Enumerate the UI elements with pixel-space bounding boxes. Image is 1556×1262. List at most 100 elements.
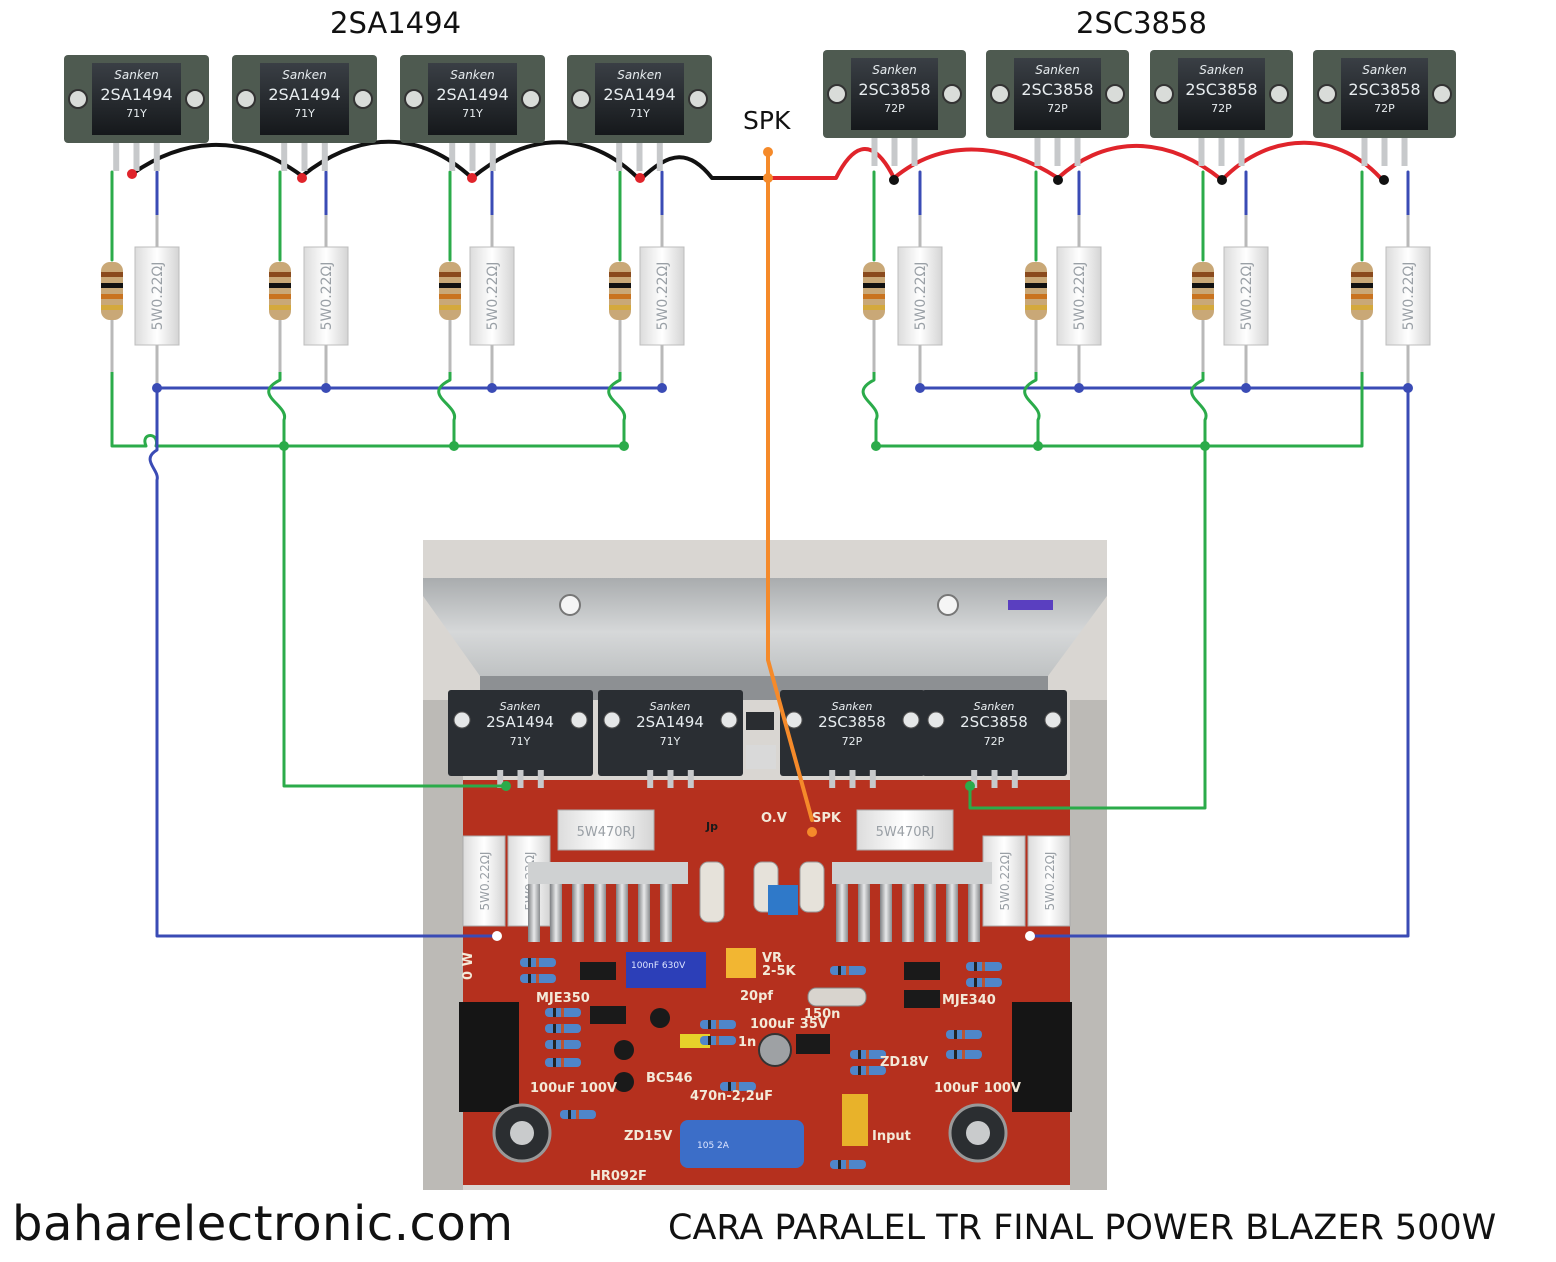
bias-resistor-label: 5W470RJ bbox=[876, 825, 935, 840]
mounting-screw bbox=[927, 711, 945, 729]
resistor-band bbox=[974, 962, 977, 971]
junction-dot bbox=[1074, 383, 1084, 393]
resistor-body bbox=[1385, 246, 1431, 346]
board-zd18: ZD18V bbox=[880, 1055, 928, 1070]
board-resistor-label: 5W0.22ΩJ bbox=[998, 852, 1012, 911]
mounting-hole bbox=[571, 89, 591, 109]
board-transistors: Sanken2SA149471YSanken2SA149471YSanken2S… bbox=[448, 690, 1067, 788]
transistor-face bbox=[1178, 58, 1265, 130]
power-rectifier-left bbox=[459, 1002, 519, 1112]
transistor-leg bbox=[869, 770, 876, 788]
junction-dot bbox=[965, 781, 975, 791]
junction-dot bbox=[871, 441, 881, 451]
resistor-band bbox=[858, 1050, 861, 1059]
carbon-resistor bbox=[1351, 262, 1373, 372]
resistor-body bbox=[101, 262, 123, 320]
ceramic-resistor: 5W0.22ΩJ bbox=[639, 215, 685, 390]
junction-dot bbox=[297, 173, 307, 183]
wires bbox=[110, 139, 1410, 938]
resistor-label: 5W0.22ΩJ bbox=[1072, 262, 1088, 331]
mounting-screw bbox=[902, 711, 920, 729]
resistor-body bbox=[639, 246, 685, 346]
junction-dot bbox=[889, 175, 899, 185]
resistor-body bbox=[1223, 246, 1269, 346]
board-ov-label: O.V bbox=[761, 811, 787, 826]
board-hr: HR092F bbox=[590, 1169, 647, 1184]
driver-heatsink-left bbox=[528, 862, 688, 942]
resistor-band bbox=[728, 1082, 731, 1091]
junction-dot bbox=[449, 441, 459, 451]
mounting-hole bbox=[1269, 84, 1289, 104]
resistor-body bbox=[863, 262, 885, 320]
transistor-part: 2SA1494 bbox=[486, 713, 554, 731]
resistor-body bbox=[303, 246, 349, 346]
transistor-leg bbox=[911, 138, 918, 166]
resistor-band bbox=[708, 1036, 711, 1045]
board-zd15: ZD15V bbox=[624, 1129, 672, 1144]
mounting-screw bbox=[603, 711, 621, 729]
transistor-leg bbox=[537, 770, 544, 788]
junction-dot bbox=[1033, 441, 1043, 451]
junction-dot bbox=[321, 383, 331, 393]
junction-dot bbox=[915, 383, 925, 393]
transistor-part: 2SC3858 bbox=[1185, 80, 1257, 99]
transistor-brand: Sanken bbox=[500, 700, 541, 713]
transistor-leg bbox=[1401, 138, 1408, 166]
transistor-leg bbox=[871, 138, 878, 166]
transistor-brand: Sanken bbox=[1035, 63, 1080, 77]
heatsink-hole bbox=[559, 594, 581, 616]
resistor-band bbox=[101, 283, 123, 288]
driver-heatsink-right bbox=[832, 862, 992, 942]
resistor-band bbox=[1025, 272, 1047, 277]
transistor-leg bbox=[449, 143, 456, 171]
resistor-label: 5W0.22ΩJ bbox=[655, 262, 671, 331]
pcb-resistor bbox=[545, 1058, 581, 1067]
resistor-band bbox=[838, 966, 841, 975]
carbon-resistor bbox=[609, 262, 631, 372]
resistor-band bbox=[954, 1030, 957, 1039]
pcb-resistor bbox=[966, 978, 1002, 987]
junction-dot bbox=[279, 441, 289, 451]
mounting-hole bbox=[1154, 84, 1174, 104]
resistor-band bbox=[982, 978, 985, 987]
transistor-part: 2SC3858 bbox=[818, 713, 886, 731]
resistor-body bbox=[1351, 262, 1373, 320]
junction-dot bbox=[501, 781, 511, 791]
resistor-band bbox=[439, 272, 461, 277]
ceramic-resistor: 5W0.22ΩJ bbox=[1056, 215, 1102, 390]
ceramic-resistor: 5W0.22ΩJ bbox=[1385, 215, 1431, 390]
resistor-band bbox=[708, 1020, 711, 1029]
pcb-resistor bbox=[720, 1082, 756, 1091]
board-vr-value: 2-5K bbox=[762, 964, 796, 979]
pcb-resistor bbox=[700, 1020, 736, 1029]
resistor-band bbox=[1192, 294, 1214, 299]
trimmer-vr bbox=[726, 948, 756, 978]
transistor-part: 2SC3858 bbox=[960, 713, 1028, 731]
pnp-group-label: 2SA1494 bbox=[330, 6, 462, 40]
ceramic-resistor: 5W0.22ΩJ bbox=[134, 215, 180, 390]
junction-dot bbox=[1241, 383, 1251, 393]
resistor-band bbox=[439, 294, 461, 299]
transistor-leg bbox=[849, 770, 856, 788]
transistor-code: 72P bbox=[884, 102, 905, 115]
resistor-band bbox=[736, 1082, 739, 1091]
mounting-hole bbox=[521, 89, 541, 109]
board-vr-label: VR bbox=[762, 951, 782, 966]
board-cap-right: 100uF 100V bbox=[934, 1081, 1021, 1096]
mounting-hole bbox=[942, 84, 962, 104]
transistor-leg bbox=[616, 143, 623, 171]
transistor-brand: Sanken bbox=[872, 63, 917, 77]
resistor-band bbox=[101, 305, 123, 310]
resistor-band bbox=[561, 1008, 564, 1017]
base-jog bbox=[267, 370, 287, 448]
pcb-resistor bbox=[830, 1160, 866, 1169]
transistor-leg bbox=[517, 770, 524, 788]
resistor-band bbox=[846, 966, 849, 975]
transistor-leg bbox=[133, 143, 140, 171]
board-cap-mid: 100uF 35V bbox=[750, 1017, 828, 1032]
transistor-code: 72P bbox=[1374, 102, 1395, 115]
